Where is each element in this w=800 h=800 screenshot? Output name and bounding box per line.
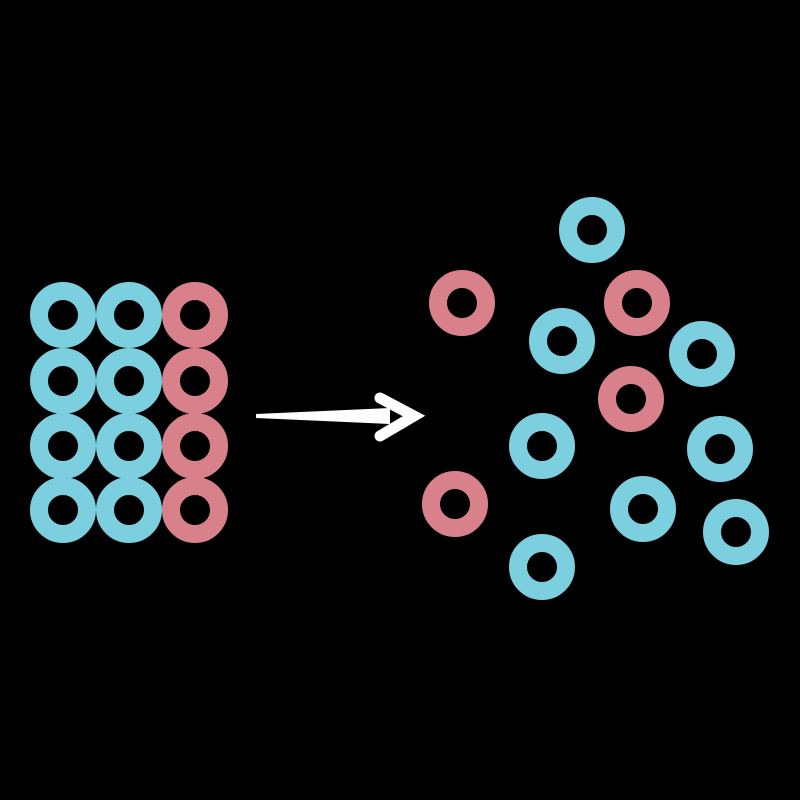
scatter-ring-blue (559, 197, 625, 263)
arrow-shaft (256, 408, 390, 424)
grid-ring-blue (30, 282, 96, 348)
scatter-ring-blue (509, 413, 575, 479)
ring-grid (30, 282, 228, 543)
scatter-ring-red (598, 366, 664, 432)
scatter-ring-blue (687, 416, 753, 482)
grid-ring-blue (30, 413, 96, 479)
grid-ring-blue (96, 282, 162, 348)
scatter-ring-blue (509, 534, 575, 600)
grid-ring-blue (30, 477, 96, 543)
grid-ring-red (162, 477, 228, 543)
scatter-ring-red (422, 471, 488, 537)
ring-scatter (422, 197, 769, 600)
scatter-ring-blue (529, 308, 595, 374)
arrow-right-icon (256, 392, 426, 442)
scatter-ring-blue (610, 476, 676, 542)
scatter-ring-blue (669, 321, 735, 387)
scatter-ring-blue (703, 499, 769, 565)
scatter-ring-red (429, 270, 495, 336)
grid-ring-red (162, 348, 228, 414)
grid-ring-red (162, 413, 228, 479)
arrow-head (374, 392, 426, 442)
grid-ring-blue (96, 413, 162, 479)
grid-ring-blue (96, 348, 162, 414)
grid-ring-red (162, 282, 228, 348)
grid-ring-blue (30, 348, 96, 414)
grid-ring-blue (96, 477, 162, 543)
scatter-ring-red (604, 270, 670, 336)
